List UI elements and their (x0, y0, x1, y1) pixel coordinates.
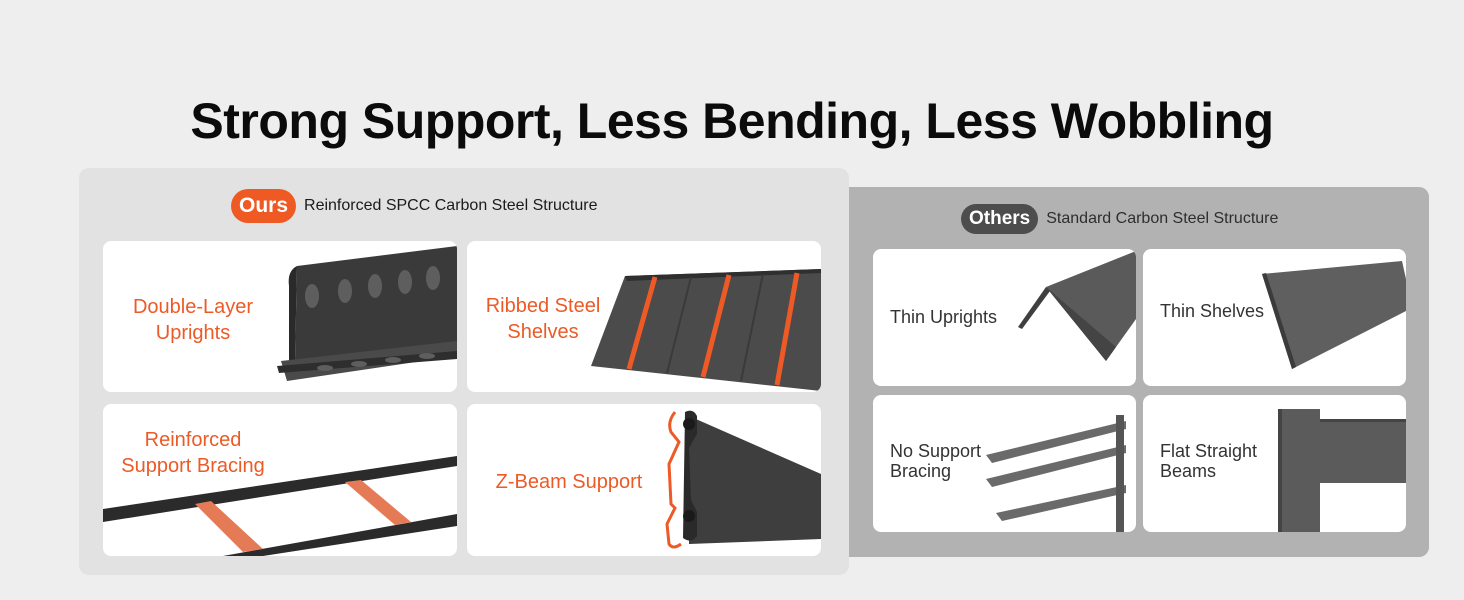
others-panel-header: Others Standard Carbon Steel Structure (961, 204, 1278, 234)
card-label-line1: No Support (890, 441, 982, 461)
card-label-line1: Z-Beam Support (495, 471, 643, 493)
card-label-line2: Beams (1160, 461, 1217, 481)
z-beam-illustration (665, 410, 821, 549)
double-layer-upright-illustration (277, 246, 457, 381)
card-label-line2: Shelves (507, 321, 579, 343)
ours-panel-header: Ours Reinforced SPCC Carbon Steel Struct… (231, 189, 597, 223)
support-bracing-illustration (103, 456, 457, 556)
card-thin-shelves: Thin Shelves (1143, 249, 1406, 386)
ours-panel-title: Reinforced SPCC Carbon Steel Structure (304, 197, 598, 214)
card-ribbed-steel-shelves: Ribbed Steel Shelves (467, 241, 821, 392)
card-label-line2: Bracing (890, 461, 952, 481)
card-label-line1: Flat Straight (1160, 441, 1258, 461)
card-label-flat-straight-beams: Flat Straight Beams (1160, 441, 1257, 481)
card-z-beam-support: Z-Beam Support (467, 404, 821, 556)
card-label-line1: Ribbed Steel (485, 295, 601, 317)
card-label-line1: Thin Shelves (1160, 301, 1265, 321)
thin-upright-illustration (1018, 251, 1136, 361)
others-badge: Others (961, 204, 1039, 234)
card-thin-uprights: Thin Uprights (873, 249, 1136, 386)
ribbed-shelf-illustration (591, 269, 821, 391)
card-label-line1: Double-Layer (132, 296, 254, 318)
card-label-reinforced-support-bracing: Reinforced Support Bracing (103, 427, 283, 479)
card-label-thin-uprights: Thin Uprights (890, 307, 997, 327)
card-label-line2: Uprights (155, 322, 231, 344)
thin-shelf-illustration (1262, 261, 1406, 369)
page-headline: Strong Support, Less Bending, Less Wobbl… (190, 93, 1274, 149)
card-label-no-support-bracing: No Support Bracing (890, 441, 981, 481)
card-label-z-beam-support: Z-Beam Support (477, 469, 661, 495)
card-no-support-bracing: No Support Bracing (873, 395, 1136, 532)
card-flat-straight-beams: Flat Straight Beams (1143, 395, 1406, 532)
card-label-line1: Thin Uprights (890, 307, 998, 327)
ours-panel: Ours Reinforced SPCC Carbon Steel Struct… (79, 168, 849, 575)
card-label-ribbed-steel-shelves: Ribbed Steel Shelves (467, 293, 619, 345)
card-double-layer-uprights: Double-Layer Uprights (103, 241, 457, 392)
ours-badge: Ours (231, 189, 297, 223)
card-reinforced-support-bracing: Reinforced Support Bracing (103, 404, 457, 556)
card-label-line2: Support Bracing (121, 455, 265, 477)
others-panel: Others Standard Carbon Steel Structure T… (849, 187, 1429, 557)
others-panel-title: Standard Carbon Steel Structure (1046, 210, 1279, 227)
no-bracing-illustration (986, 415, 1126, 532)
card-label-double-layer-uprights: Double-Layer Uprights (103, 294, 283, 346)
card-label-line1: Reinforced (144, 429, 242, 451)
card-label-thin-shelves: Thin Shelves (1160, 301, 1264, 321)
flat-beam-illustration (1278, 409, 1406, 532)
